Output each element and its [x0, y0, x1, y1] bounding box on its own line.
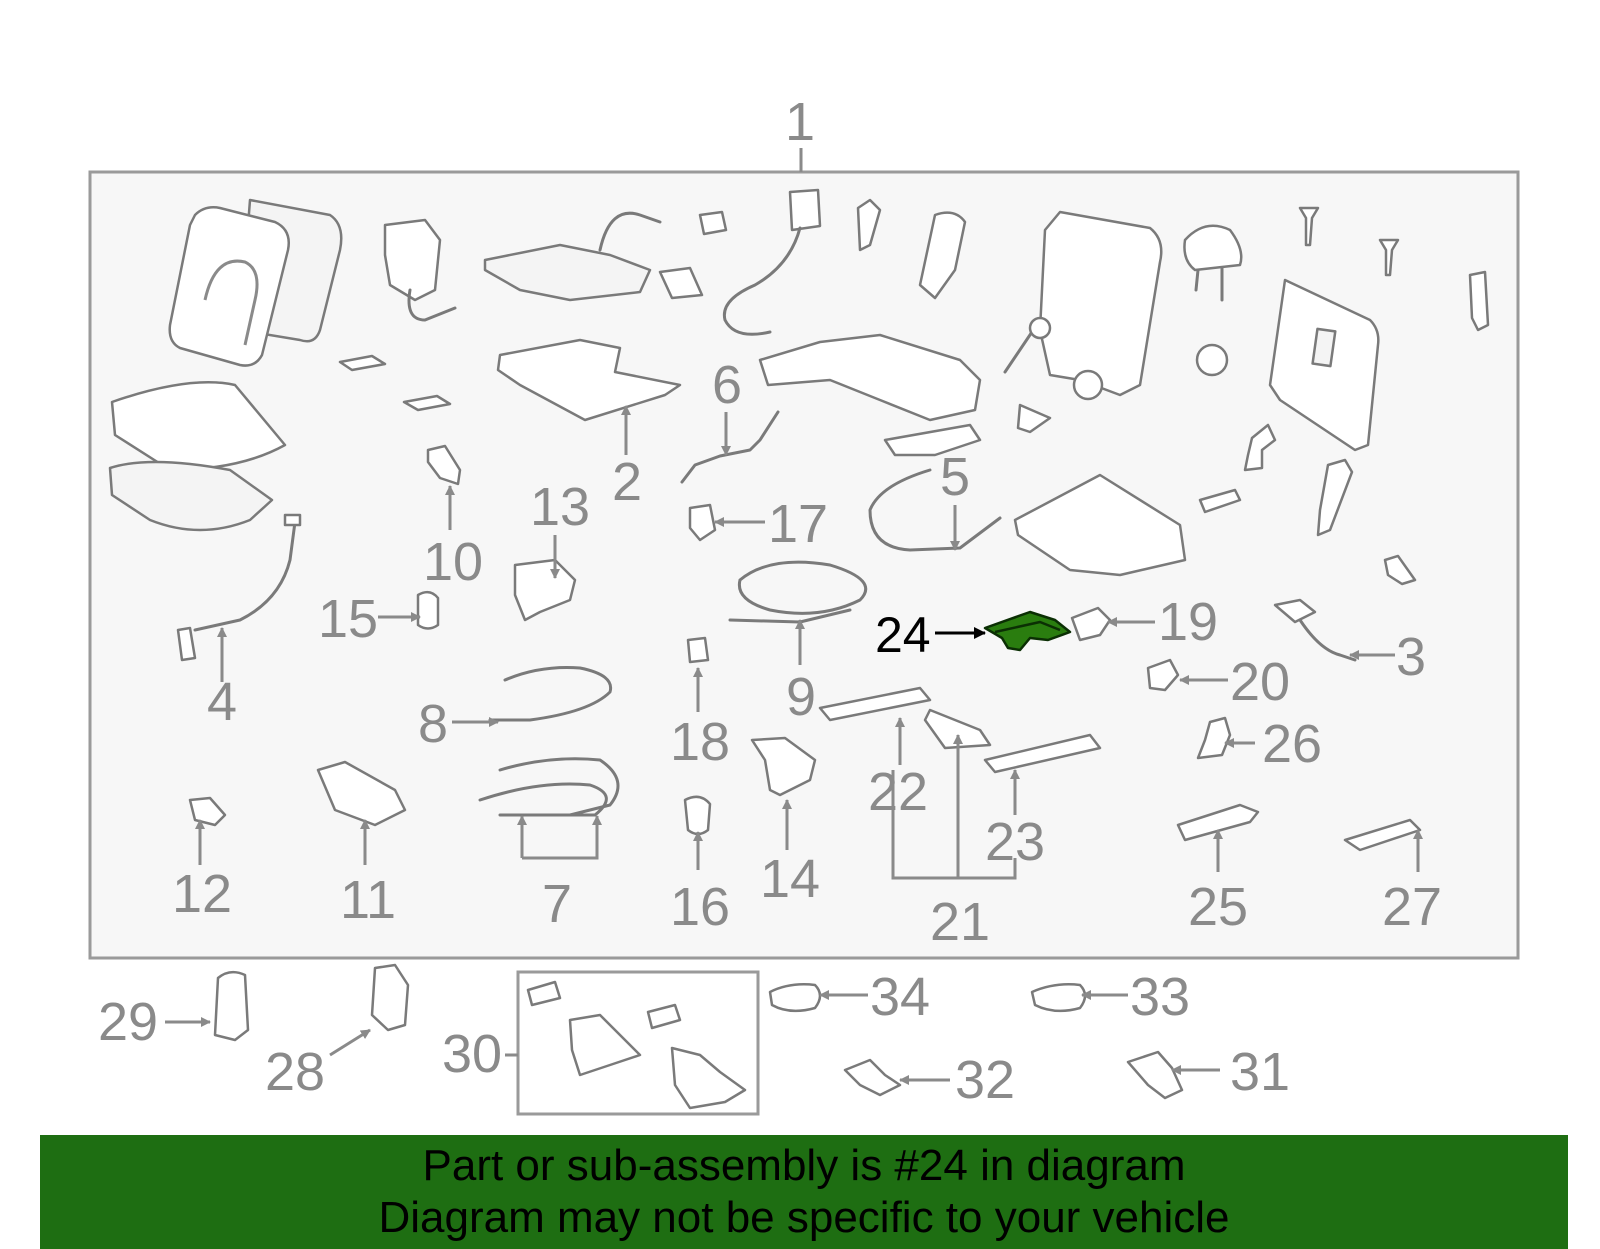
label-2: 2	[612, 452, 642, 512]
part-2-tray	[496, 338, 682, 422]
label-17: 17	[768, 494, 828, 554]
label-22: 22	[868, 762, 928, 822]
banner-line-disclaimer: Diagram may not be specific to your vehi…	[378, 1193, 1230, 1242]
label-3: 3	[1396, 627, 1426, 687]
label-32: 32	[955, 1050, 1015, 1110]
label-23: 23	[985, 812, 1045, 872]
part-bracket-top	[383, 218, 442, 302]
label-34: 34	[870, 967, 930, 1027]
label-24: 24	[875, 607, 931, 663]
label-10: 10	[423, 532, 483, 592]
label-11: 11	[340, 870, 396, 930]
label-30: 30	[442, 1024, 502, 1084]
part-seat-cushion	[108, 381, 287, 532]
banner-line-part: Part or sub-assembly is #24 in diagram	[422, 1141, 1186, 1190]
label-19: 19	[1158, 592, 1218, 652]
info-banner: Part or sub-assembly is #24 in diagram D…	[40, 1135, 1568, 1249]
part-center-frame	[758, 333, 982, 422]
part-seat-back	[168, 198, 343, 367]
label-15: 15	[318, 589, 378, 649]
label-8: 8	[418, 694, 448, 754]
label-21: 21	[930, 892, 990, 952]
label-29: 29	[98, 992, 158, 1052]
label-26: 26	[1262, 714, 1322, 774]
label-9: 9	[786, 667, 816, 727]
label-28: 28	[265, 1042, 325, 1102]
label-13: 13	[530, 477, 590, 537]
part-cushion-frame	[1013, 473, 1187, 577]
label-20: 20	[1230, 652, 1290, 712]
label-27: 27	[1382, 877, 1442, 937]
label-18: 18	[670, 712, 730, 772]
label-7: 7	[542, 874, 572, 934]
label-4: 4	[207, 672, 237, 732]
part-seat-frame	[1038, 210, 1163, 397]
label-31: 31	[1230, 1042, 1290, 1102]
label-14: 14	[760, 849, 820, 909]
label-5: 5	[940, 447, 970, 507]
label-25: 25	[1188, 877, 1248, 937]
label-12: 12	[172, 864, 232, 924]
label-6: 6	[712, 355, 742, 415]
label-33: 33	[1130, 967, 1190, 1027]
label-16: 16	[670, 877, 730, 937]
label-1: 1	[785, 92, 815, 152]
